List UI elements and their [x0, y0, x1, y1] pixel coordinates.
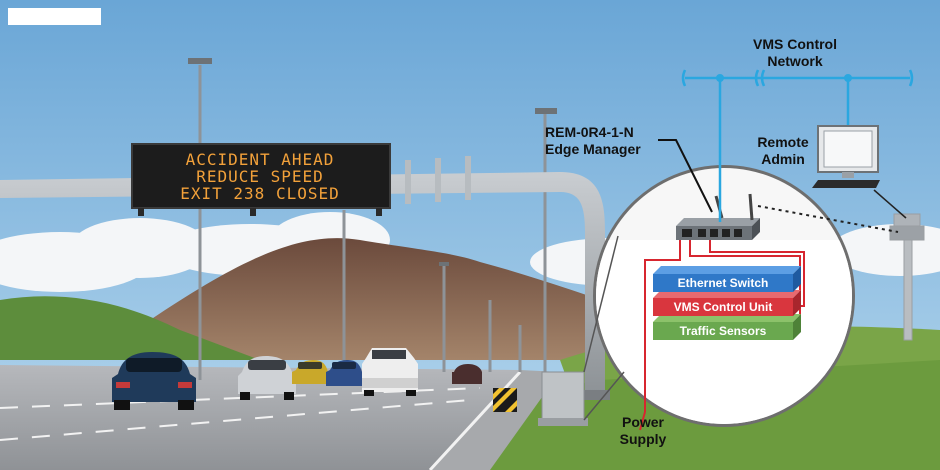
network-label-line1: VMS Control: [753, 36, 837, 52]
edge-manager-label-line2: Edge Manager: [545, 141, 641, 157]
car-blue: [326, 360, 362, 386]
layer-label-vms-unit: VMS Control Unit: [673, 300, 773, 314]
cabinet-base: [538, 418, 588, 426]
sign-line-3: EXIT 238 CLOSED: [180, 184, 340, 203]
admin-tower-link: [873, 189, 907, 219]
car-yellow: [292, 360, 328, 384]
street-lights: [198, 65, 547, 385]
sign-line-2: REDUCE SPEED: [196, 167, 324, 186]
network-label: VMS Control Network: [730, 36, 860, 70]
remote-admin-label-line1: Remote: [757, 134, 809, 150]
road-shoulder: [430, 370, 560, 470]
remote-admin-label: Remote Admin: [748, 134, 818, 168]
car-navy: [112, 352, 196, 410]
car-silver: [238, 356, 296, 400]
wireless-link: [757, 205, 899, 233]
power-supply-label-line1: Power: [621, 414, 664, 430]
cell-tower: [889, 213, 925, 341]
control-cabinet: [541, 371, 585, 423]
power-supply-label-line2: Supply: [619, 431, 667, 447]
edge-pointer: [658, 139, 713, 213]
blank-label-box: [8, 8, 101, 25]
remote-admin-computer: [812, 125, 880, 188]
layer-ethernet-switch: [653, 266, 801, 292]
truck-white: [362, 348, 418, 396]
network-label-line2: Network: [767, 53, 823, 69]
vms-sign-feet: [138, 208, 382, 216]
barrier-sign: [493, 388, 517, 412]
sign-line-1: ACCIDENT AHEAD: [185, 150, 335, 169]
remote-admin-label-line2: Admin: [761, 151, 805, 167]
edge-manager-label: REM-0R4-1-N Edge Manager: [545, 124, 665, 158]
layer-label-sensors: Traffic Sensors: [679, 324, 767, 338]
network-nodes: [716, 74, 852, 82]
gantry-brackets: [405, 156, 471, 204]
power-supply-label: Power Supply: [608, 414, 678, 448]
gantry-base: [582, 390, 610, 400]
edge-manager-label-line1: REM-0R4-1-N: [545, 124, 634, 140]
lamp-heads: [188, 58, 557, 266]
power-lead: [639, 411, 646, 431]
hill-left: [0, 296, 260, 360]
mountain: [150, 238, 660, 360]
vms-sign-panel: [131, 143, 391, 209]
gantry-arm: [0, 172, 605, 395]
edge-manager-device: [676, 193, 760, 240]
layer-label-ethernet: Ethernet Switch: [677, 276, 769, 290]
zoom-connector-top: [583, 235, 619, 373]
car-dark-far: [452, 364, 482, 384]
zoom-connector-bottom: [583, 371, 625, 421]
